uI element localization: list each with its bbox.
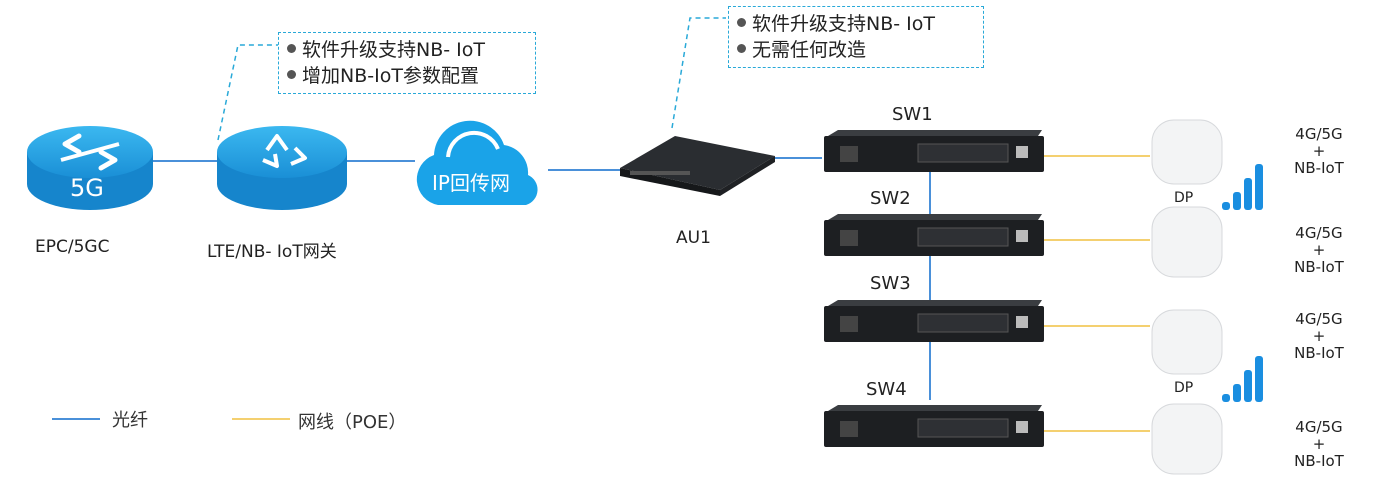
access-point-2-icon: [1151, 206, 1223, 278]
cloud-label: IP回传网: [432, 171, 510, 195]
switch-sw4: [824, 405, 1044, 447]
gateway-router-icon: [217, 126, 347, 210]
signal-bars-1-icon: [1222, 164, 1263, 210]
au-note-1: 软件升级支持NB- IoT: [737, 11, 975, 37]
access-point-1-icon: [1151, 119, 1223, 185]
gateway-callout: 软件升级支持NB- IoT 增加NB-IoT参数配置: [278, 32, 536, 94]
dp-label-1: DP: [1174, 190, 1194, 206]
bullet-icon: [287, 44, 296, 53]
radio-label-3: 4G/5G+NB-IoT: [1294, 310, 1344, 362]
sw4-label: SW4: [866, 379, 907, 400]
callout-au-leader: [671, 17, 726, 129]
bullet-icon: [737, 44, 746, 53]
legend-cable-label: 网线（POE）: [298, 412, 407, 433]
radio-label-1: 4G/5G+NB-IoT: [1294, 125, 1344, 177]
switch-sw2: [824, 214, 1044, 256]
sw1-label: SW1: [892, 104, 933, 125]
epc-badge: 5G: [70, 174, 104, 202]
au-note-2: 无需任何改造: [737, 37, 975, 63]
sw2-label: SW2: [870, 188, 911, 209]
signal-bars-2-icon: [1222, 356, 1263, 402]
gateway-note-2: 增加NB-IoT参数配置: [287, 63, 527, 89]
switch-sw3: [824, 300, 1044, 342]
epc-label: EPC/5GC: [35, 237, 110, 257]
epc-router-icon: [27, 126, 153, 210]
access-point-3-icon: [1151, 309, 1223, 375]
switch-sw1: [824, 130, 1044, 172]
sw3-label: SW3: [870, 273, 911, 294]
au-device-icon: [620, 136, 775, 196]
dp-label-2: DP: [1174, 380, 1194, 396]
gateway-note-1: 软件升级支持NB- IoT: [287, 37, 527, 63]
legend-fiber-label: 光纤: [112, 410, 148, 431]
radio-label-4: 4G/5G+NB-IoT: [1294, 418, 1344, 470]
bullet-icon: [287, 70, 296, 79]
au-callout: 软件升级支持NB- IoT 无需任何改造: [728, 6, 984, 68]
access-point-4-icon: [1151, 403, 1223, 475]
bullet-icon: [737, 18, 746, 27]
cloud-icon: [416, 120, 538, 205]
radio-label-2: 4G/5G+NB-IoT: [1294, 224, 1344, 276]
gateway-label: LTE/NB- IoT网关: [207, 242, 337, 262]
au-label: AU1: [676, 228, 711, 248]
